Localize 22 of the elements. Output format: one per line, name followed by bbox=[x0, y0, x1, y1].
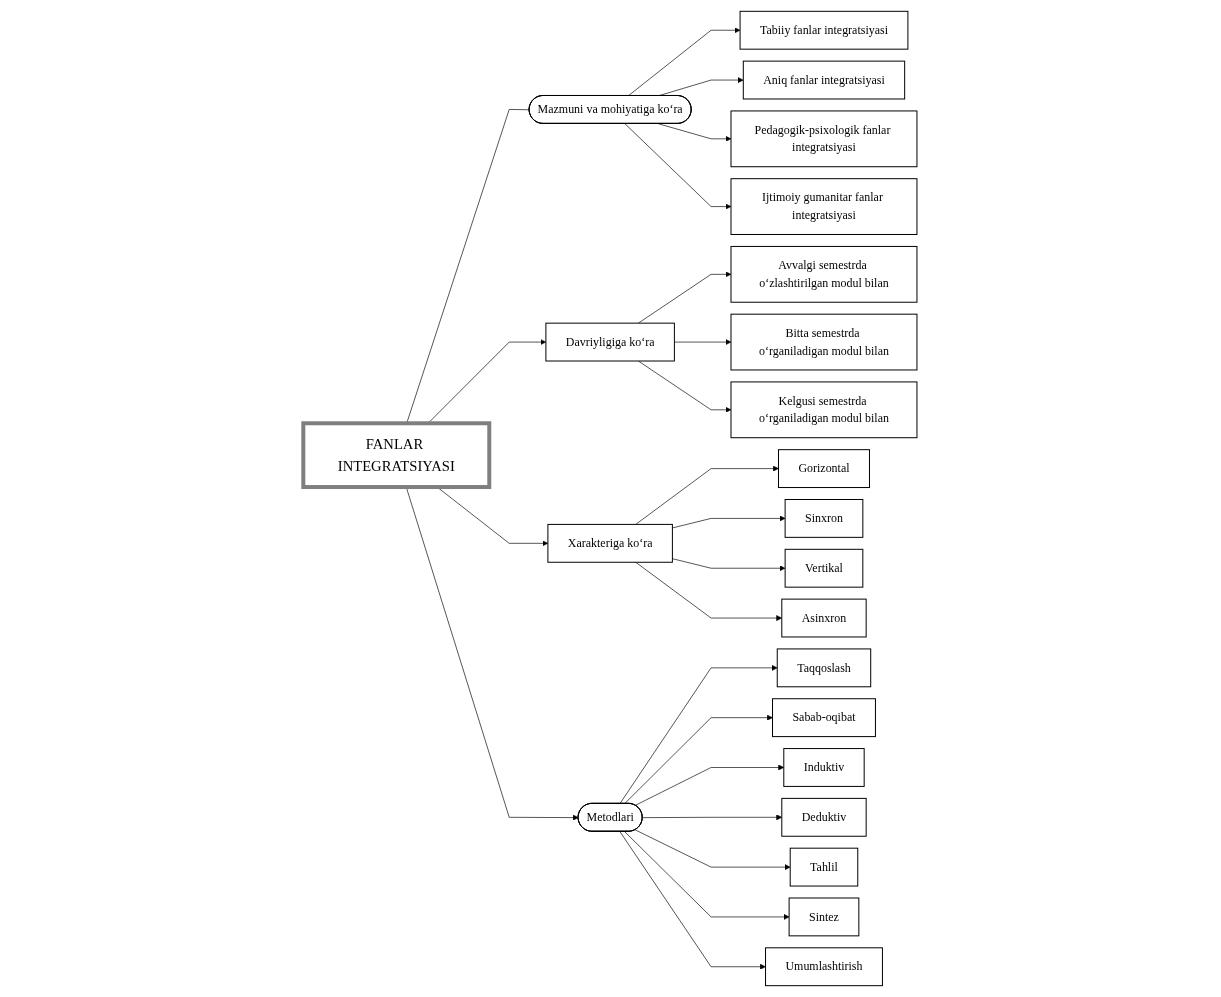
node-box: Taqqoslash bbox=[777, 648, 872, 688]
node-box: Deduktiv bbox=[781, 797, 867, 837]
node-box: Asinxron bbox=[781, 598, 867, 638]
node-box: Sabab-oqibat bbox=[772, 698, 877, 738]
node-box: Kelgusi semestrda o‘rganiladigan modul bilan bbox=[730, 381, 918, 439]
node-box: Davriyligiga ko‘ra bbox=[545, 322, 676, 362]
node-box: Umumlashtirish bbox=[765, 947, 884, 987]
node-box: Sintez bbox=[788, 897, 860, 937]
node-box: Pedagogik-psixologik fanlar integratsiyasi bbox=[730, 110, 918, 168]
node-box: Aniq fanlar integratsiyasi bbox=[743, 60, 906, 100]
node-box: Gorizontal bbox=[778, 449, 871, 489]
node-box: Bitta semestrda o‘rganiladigan modul bilan bbox=[730, 313, 918, 371]
connector bbox=[406, 109, 531, 424]
node-box: Avvalgi semestrda o‘zlashtirilgan modul bilan bbox=[730, 245, 918, 303]
node-box: Vertikal bbox=[785, 548, 864, 588]
node-box: Ijtimoiy gumanitar fanlar integratsiyasi bbox=[730, 178, 918, 235]
node-box: Tabiiy fanlar integratsiyasi bbox=[739, 10, 909, 50]
node-box: Xarakteriga ko‘ra bbox=[547, 523, 674, 563]
node-box: FANLAR INTEGRATSIYASI bbox=[301, 421, 492, 490]
node-box: Tahlil bbox=[790, 847, 859, 887]
node-box: Induktiv bbox=[783, 748, 865, 787]
node-box: Sinxron bbox=[785, 499, 864, 538]
